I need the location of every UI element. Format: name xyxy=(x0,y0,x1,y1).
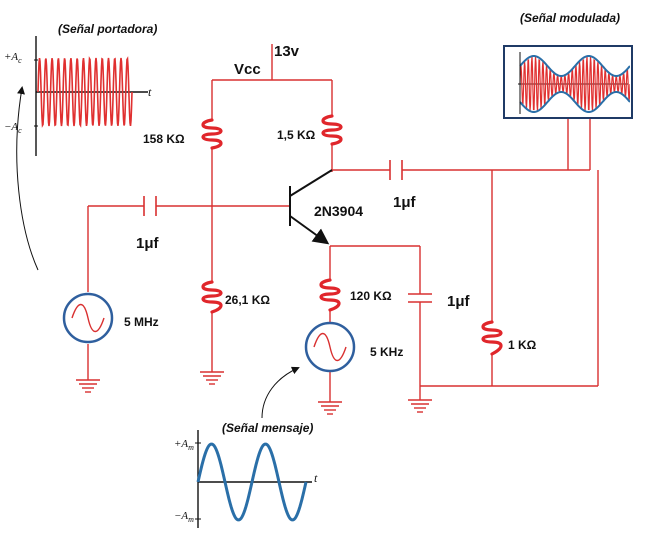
cap-emitter-label: 1μf xyxy=(447,293,471,310)
resistor-120k xyxy=(319,278,341,312)
carrier-time-label: t xyxy=(148,85,152,99)
message-title: (Señal mensaje) xyxy=(222,421,313,435)
carrier-plus-amp: +Ac xyxy=(4,51,22,65)
message-plus-amp: +Am xyxy=(174,438,194,452)
carrier-waveform-inset xyxy=(34,36,148,156)
resistor-26-1k xyxy=(201,280,223,314)
r-bias-bottom-label: 26,1 KΩ xyxy=(225,293,270,307)
source-message xyxy=(304,321,356,373)
source-carrier xyxy=(62,292,114,344)
r-collector-label: 1,5 KΩ xyxy=(277,128,316,142)
supply-voltage-label: 13v xyxy=(274,43,300,60)
r-bias-top-label: 158 KΩ xyxy=(143,132,185,146)
message-time-label: t xyxy=(314,471,318,485)
r-load-label: 1 KΩ xyxy=(508,338,537,352)
ground-message xyxy=(318,401,342,415)
r-emitter-label: 120 KΩ xyxy=(350,289,392,303)
resistor-1k xyxy=(481,320,503,356)
ground-output xyxy=(408,399,432,413)
capacitor-output xyxy=(389,160,403,180)
capacitor-input xyxy=(143,196,157,216)
vcc-label: Vcc xyxy=(234,61,261,78)
carrier-minus-amp: −Ac xyxy=(4,121,22,135)
carrier-pointer-arrow xyxy=(16,86,39,271)
cap-input-label: 1μf xyxy=(136,235,160,252)
modulated-waveform-inset xyxy=(503,45,633,119)
ground-carrier xyxy=(76,379,100,393)
capacitor-emitter xyxy=(408,293,432,303)
message-pointer-arrow xyxy=(261,366,300,419)
circuit-wires xyxy=(87,44,599,402)
ground-bias xyxy=(200,371,224,385)
resistor-158k xyxy=(201,118,223,150)
carrier-title: (Señal portadora) xyxy=(58,22,157,36)
modulated-title: (Señal modulada) xyxy=(520,11,620,25)
source-carrier-label: 5 MHz xyxy=(124,315,159,329)
transistor-2n3904 xyxy=(289,169,333,245)
cap-output-label: 1μf xyxy=(393,194,417,211)
message-waveform-inset xyxy=(195,430,312,528)
source-message-label: 5 KHz xyxy=(370,345,403,359)
transistor-label: 2N3904 xyxy=(314,203,363,219)
message-minus-amp: −Am xyxy=(174,510,194,524)
resistor-1-5k xyxy=(321,114,343,146)
